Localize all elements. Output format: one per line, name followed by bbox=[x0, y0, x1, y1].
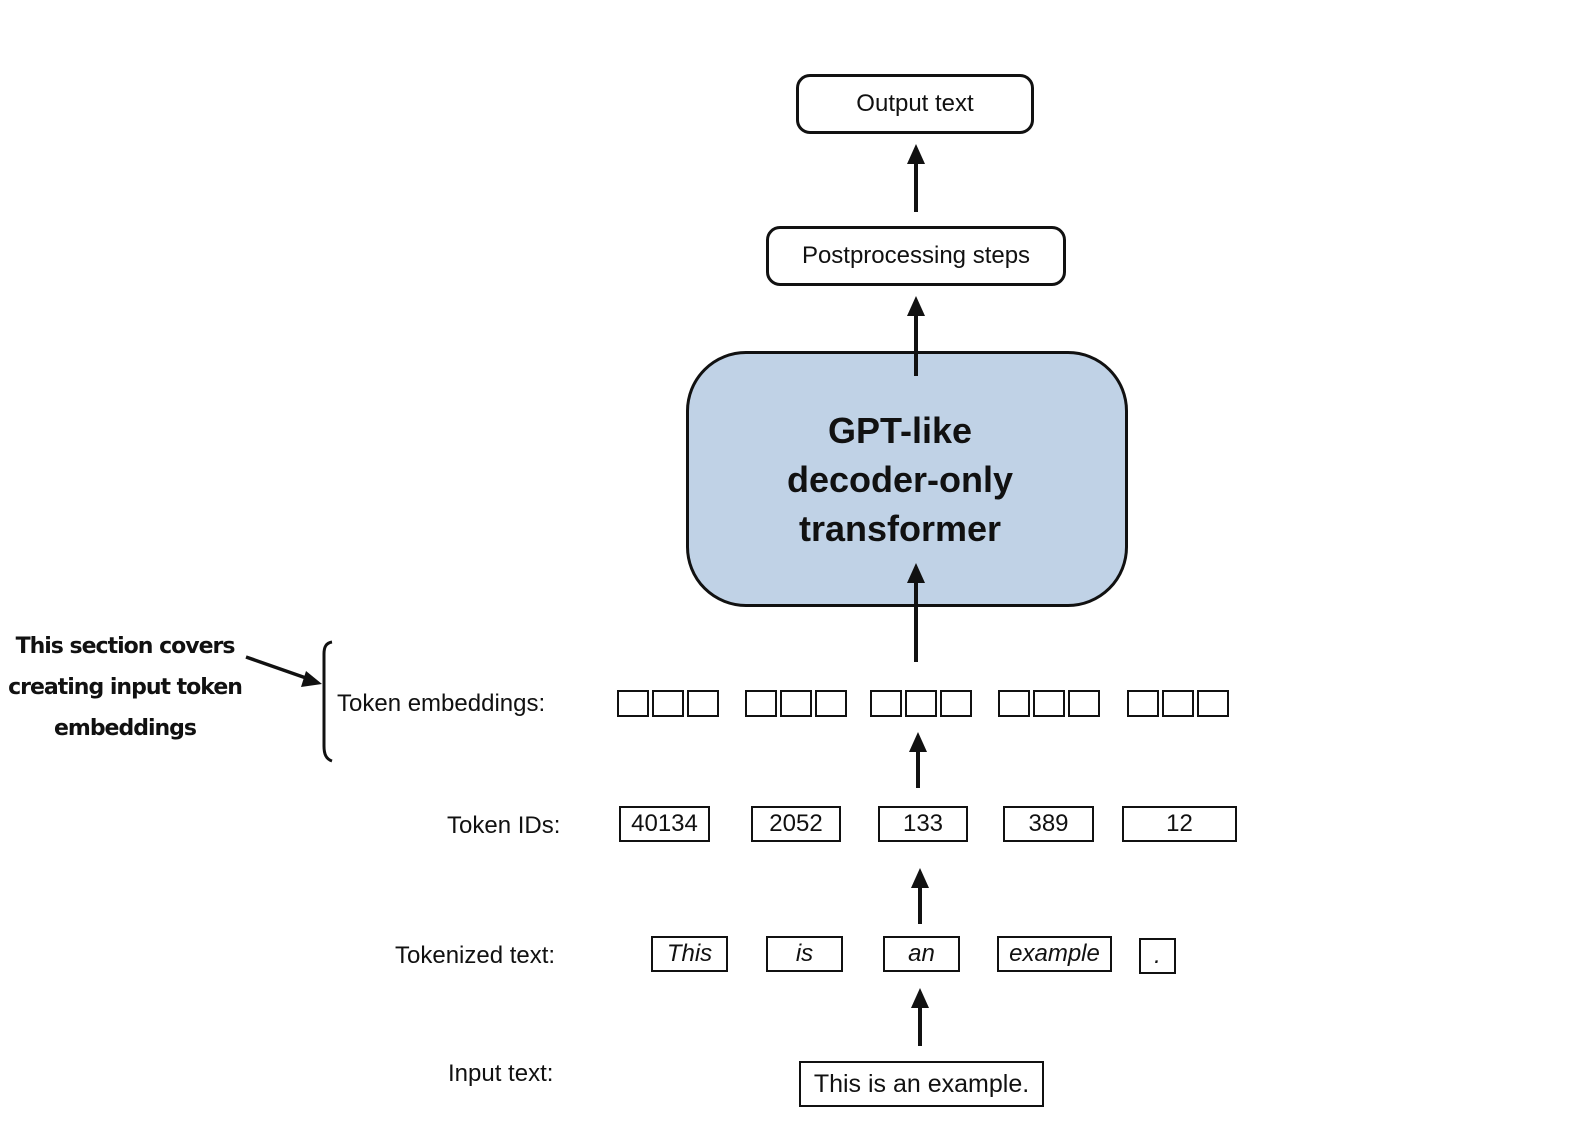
arrow-up-icon bbox=[911, 868, 929, 924]
postprocessing-box: Postprocessing steps bbox=[766, 226, 1066, 286]
annotation-line-3: embeddings bbox=[53, 716, 197, 741]
embedding-cell bbox=[780, 690, 812, 717]
input-text-label: Input text: bbox=[448, 1060, 554, 1087]
tokenized-text-label: Tokenized text: bbox=[395, 942, 556, 969]
embedding-cell bbox=[905, 690, 937, 717]
embedding-cell bbox=[1127, 690, 1159, 717]
embedding-cell bbox=[998, 690, 1030, 717]
gpt-model-box: GPT-like decoder-only transformer bbox=[686, 351, 1128, 607]
output-text-label: Output text bbox=[856, 90, 974, 117]
token-id-box: 389 bbox=[1003, 806, 1094, 842]
arrow-up-icon bbox=[907, 563, 925, 662]
token-ids-label: Token IDs: bbox=[447, 812, 561, 839]
arrow-up-icon bbox=[909, 732, 927, 788]
input-text-box: This is an example. bbox=[799, 1061, 1044, 1107]
annotation-line-1: This section covers bbox=[15, 634, 236, 659]
token-id-box: 133 bbox=[878, 806, 968, 842]
model-title-line-3: transformer bbox=[798, 507, 1002, 549]
embedding-cell bbox=[1068, 690, 1100, 717]
embedding-cell bbox=[617, 690, 649, 717]
token-box: an bbox=[883, 936, 960, 972]
annotation-arrow-icon bbox=[245, 655, 322, 687]
annotation-line-2: creating input token bbox=[8, 675, 243, 700]
embedding-cell bbox=[1162, 690, 1194, 717]
token-id-box: 40134 bbox=[619, 806, 710, 842]
model-title-line-1: GPT-like bbox=[827, 409, 973, 451]
embedding-cell bbox=[870, 690, 902, 717]
token-id-box: 12 bbox=[1122, 806, 1237, 842]
arrow-up-icon bbox=[911, 988, 929, 1046]
token-box: is bbox=[766, 936, 843, 972]
arrow-up-icon bbox=[907, 144, 925, 212]
embedding-cell bbox=[745, 690, 777, 717]
token-box: example bbox=[997, 936, 1112, 972]
postprocessing-label: Postprocessing steps bbox=[801, 242, 1031, 269]
token-id-box: 2052 bbox=[751, 806, 841, 842]
brace-icon bbox=[322, 640, 333, 763]
embedding-cell bbox=[1197, 690, 1229, 717]
output-text-box: Output text bbox=[796, 74, 1034, 134]
annotation-note: This section covers creating input token… bbox=[0, 626, 250, 749]
token-box: This bbox=[651, 936, 728, 972]
embedding-cell bbox=[687, 690, 719, 717]
model-title-line-2: decoder-only bbox=[786, 458, 1014, 500]
embedding-cell bbox=[815, 690, 847, 717]
arrow-up-icon bbox=[907, 296, 925, 376]
embedding-cell bbox=[652, 690, 684, 717]
embedding-cell bbox=[940, 690, 972, 717]
embedding-cell bbox=[1033, 690, 1065, 717]
token-box: . bbox=[1139, 938, 1176, 974]
token-embeddings-label: Token embeddings: bbox=[337, 690, 546, 717]
